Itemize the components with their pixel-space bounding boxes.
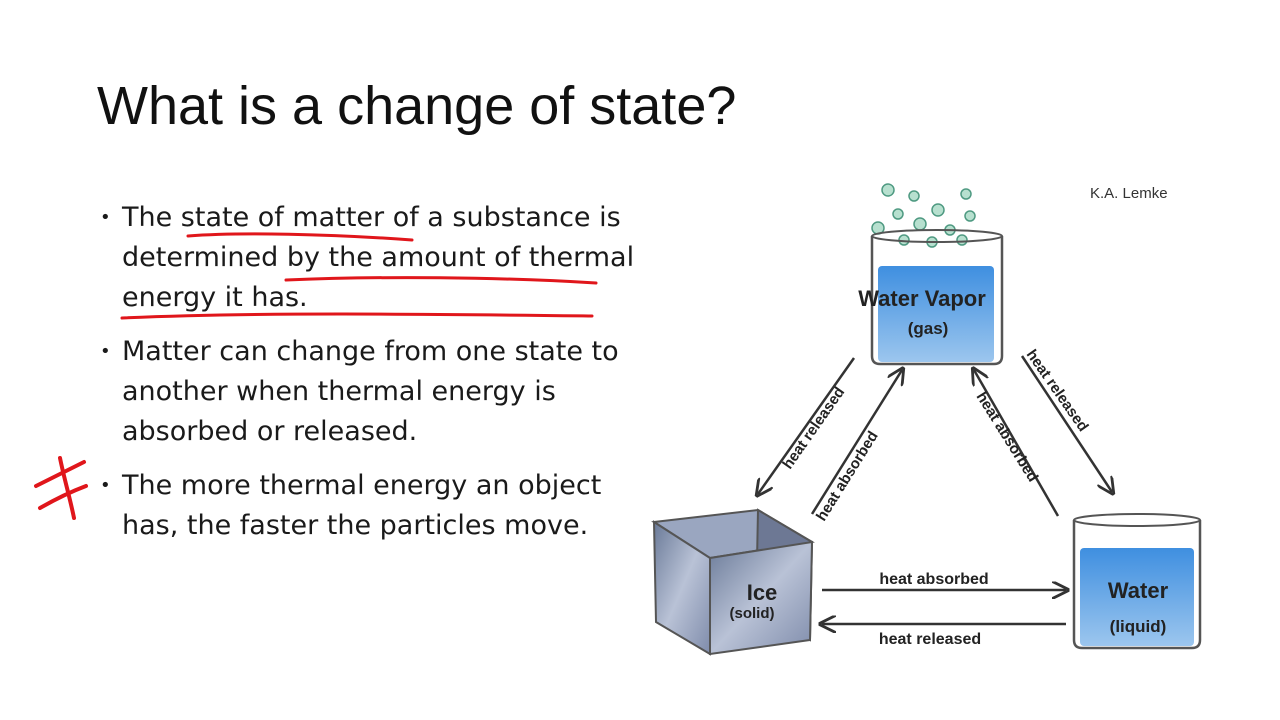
gas-beaker-icon xyxy=(870,229,1004,366)
arrow-label: heat released xyxy=(1023,347,1092,435)
arrow-label: heat absorbed xyxy=(973,389,1042,485)
bullet-item: • Matter can change from one state to ano… xyxy=(98,332,638,452)
handwritten-mark-icon xyxy=(34,460,86,488)
solid-state-label: (solid) xyxy=(730,605,775,622)
bullet-dot-icon: • xyxy=(100,475,111,496)
bullet-text: The more thermal energy an object has, t… xyxy=(122,470,602,541)
arrow-label: heat absorbed xyxy=(813,428,882,524)
handwritten-mark-icon xyxy=(58,456,76,520)
bullet-dot-icon: • xyxy=(100,207,111,228)
arrow-solid-to-gas xyxy=(810,370,902,515)
bullet-text: The state of matter of a substance is de… xyxy=(122,202,635,313)
liquid-label: Water xyxy=(1108,578,1169,603)
handwritten-mark-icon xyxy=(38,484,88,510)
arrow-label: heat released xyxy=(779,384,848,472)
diagram-credit: K.A. Lemke xyxy=(1090,185,1168,202)
bullet-item: • The more thermal energy an object has, … xyxy=(98,466,638,546)
gas-state-label: (gas) xyxy=(908,319,949,338)
liquid-state-label: (liquid) xyxy=(1110,617,1167,636)
liquid-beaker-icon xyxy=(1072,513,1202,650)
arrow-label: heat absorbed xyxy=(879,571,988,588)
bullet-dot-icon: • xyxy=(100,341,111,362)
arrow-label: heat released xyxy=(879,631,981,648)
bullet-list: • The state of matter of a substance is d… xyxy=(98,198,638,560)
solid-label: Ice xyxy=(747,580,778,605)
bullet-text: Matter can change from one state to anot… xyxy=(122,336,619,447)
bullet-item: • The state of matter of a substance is d… xyxy=(98,198,638,318)
arrow-gas-to-liquid xyxy=(1020,355,1112,492)
slide-title: What is a change of state? xyxy=(97,76,737,136)
arrow-gas-to-solid xyxy=(758,357,856,494)
ice-cube-icon xyxy=(651,508,815,656)
states-of-matter-diagram: K.A. Lemke Water Vapor (gas) Ice (solid)… xyxy=(651,183,1202,656)
bubbles-icon xyxy=(871,183,976,248)
arrow-liquid-to-gas xyxy=(974,370,1060,517)
gas-label: Water Vapor xyxy=(858,286,986,311)
